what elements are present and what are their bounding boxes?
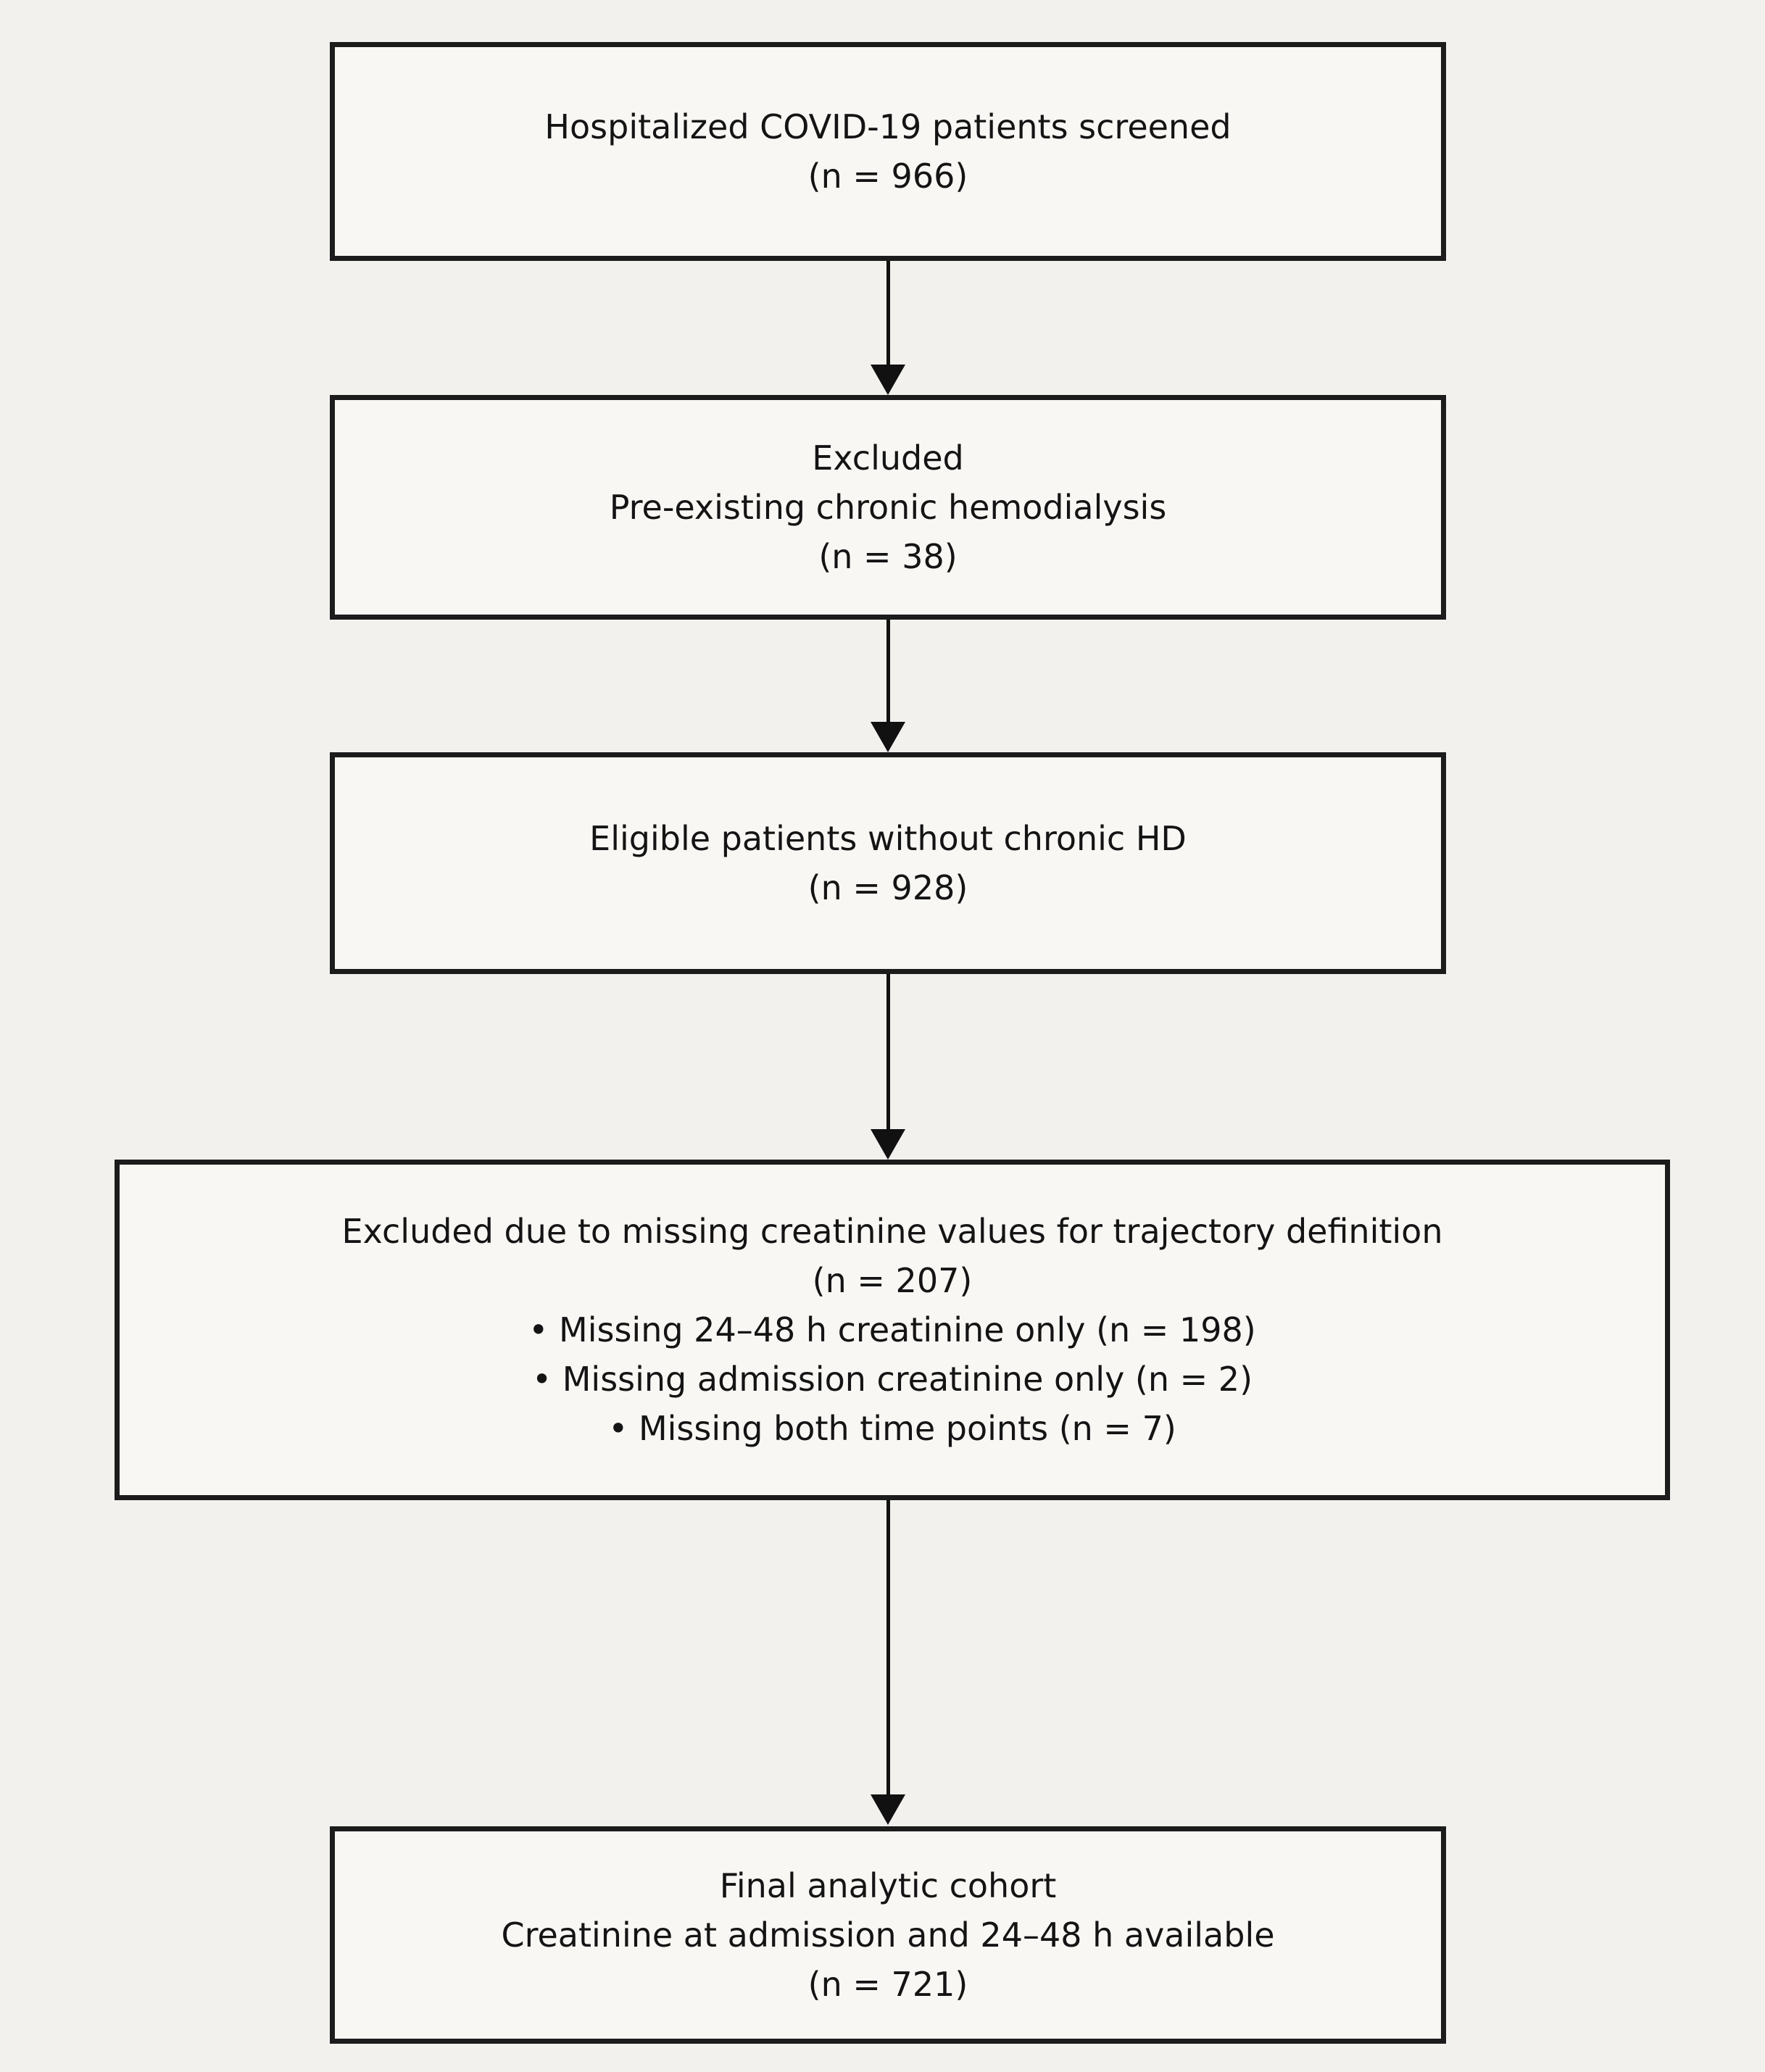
arrow-down-icon — [871, 1129, 905, 1160]
arrow-stem — [886, 1500, 890, 1796]
flow-arrow-2 — [866, 620, 910, 752]
box-count-line: (n = 207) — [812, 1261, 973, 1300]
flow-box-screened: Hospitalized COVID-19 patients screened … — [330, 42, 1446, 261]
box-text-line: Pre-existing chronic hemodialysis — [609, 488, 1167, 527]
box-bullet-line: • Missing both time points (n = 7) — [608, 1409, 1176, 1448]
box-text-line: Creatinine at admission and 24–48 h avai… — [501, 1915, 1275, 1955]
box-bullet-line: • Missing admission creatinine only (n =… — [531, 1360, 1253, 1399]
flow-box-final-cohort: Final analytic cohort Creatinine at admi… — [330, 1826, 1446, 2044]
arrow-stem — [886, 620, 890, 723]
flow-arrow-1 — [866, 261, 910, 395]
box-count-line: (n = 38) — [818, 537, 958, 576]
box-text-line: Hospitalized COVID-19 patients screened — [544, 107, 1232, 146]
flow-arrow-3 — [866, 974, 910, 1160]
box-count-line: (n = 721) — [807, 1965, 968, 2004]
box-count-line: (n = 966) — [807, 157, 968, 196]
arrow-down-icon — [871, 365, 905, 395]
flow-box-excluded-missing-creatinine: Excluded due to missing creatinine value… — [115, 1160, 1670, 1500]
flow-arrow-4 — [866, 1500, 910, 1825]
box-text-line: Excluded due to missing creatinine value… — [341, 1212, 1443, 1251]
box-count-line: (n = 928) — [807, 868, 968, 907]
arrow-stem — [886, 974, 890, 1131]
box-text-line: Eligible patients without chronic HD — [589, 819, 1187, 858]
box-text-line: Excluded — [812, 438, 964, 478]
arrow-stem — [886, 261, 890, 366]
flow-box-excluded-hemodialysis: Excluded Pre-existing chronic hemodialys… — [330, 395, 1446, 620]
flow-box-eligible: Eligible patients without chronic HD (n … — [330, 752, 1446, 974]
arrow-down-icon — [871, 1794, 905, 1825]
box-text-line: Final analytic cohort — [719, 1866, 1057, 1905]
box-bullet-line: • Missing 24–48 h creatinine only (n = 1… — [528, 1310, 1256, 1349]
arrow-down-icon — [871, 722, 905, 752]
